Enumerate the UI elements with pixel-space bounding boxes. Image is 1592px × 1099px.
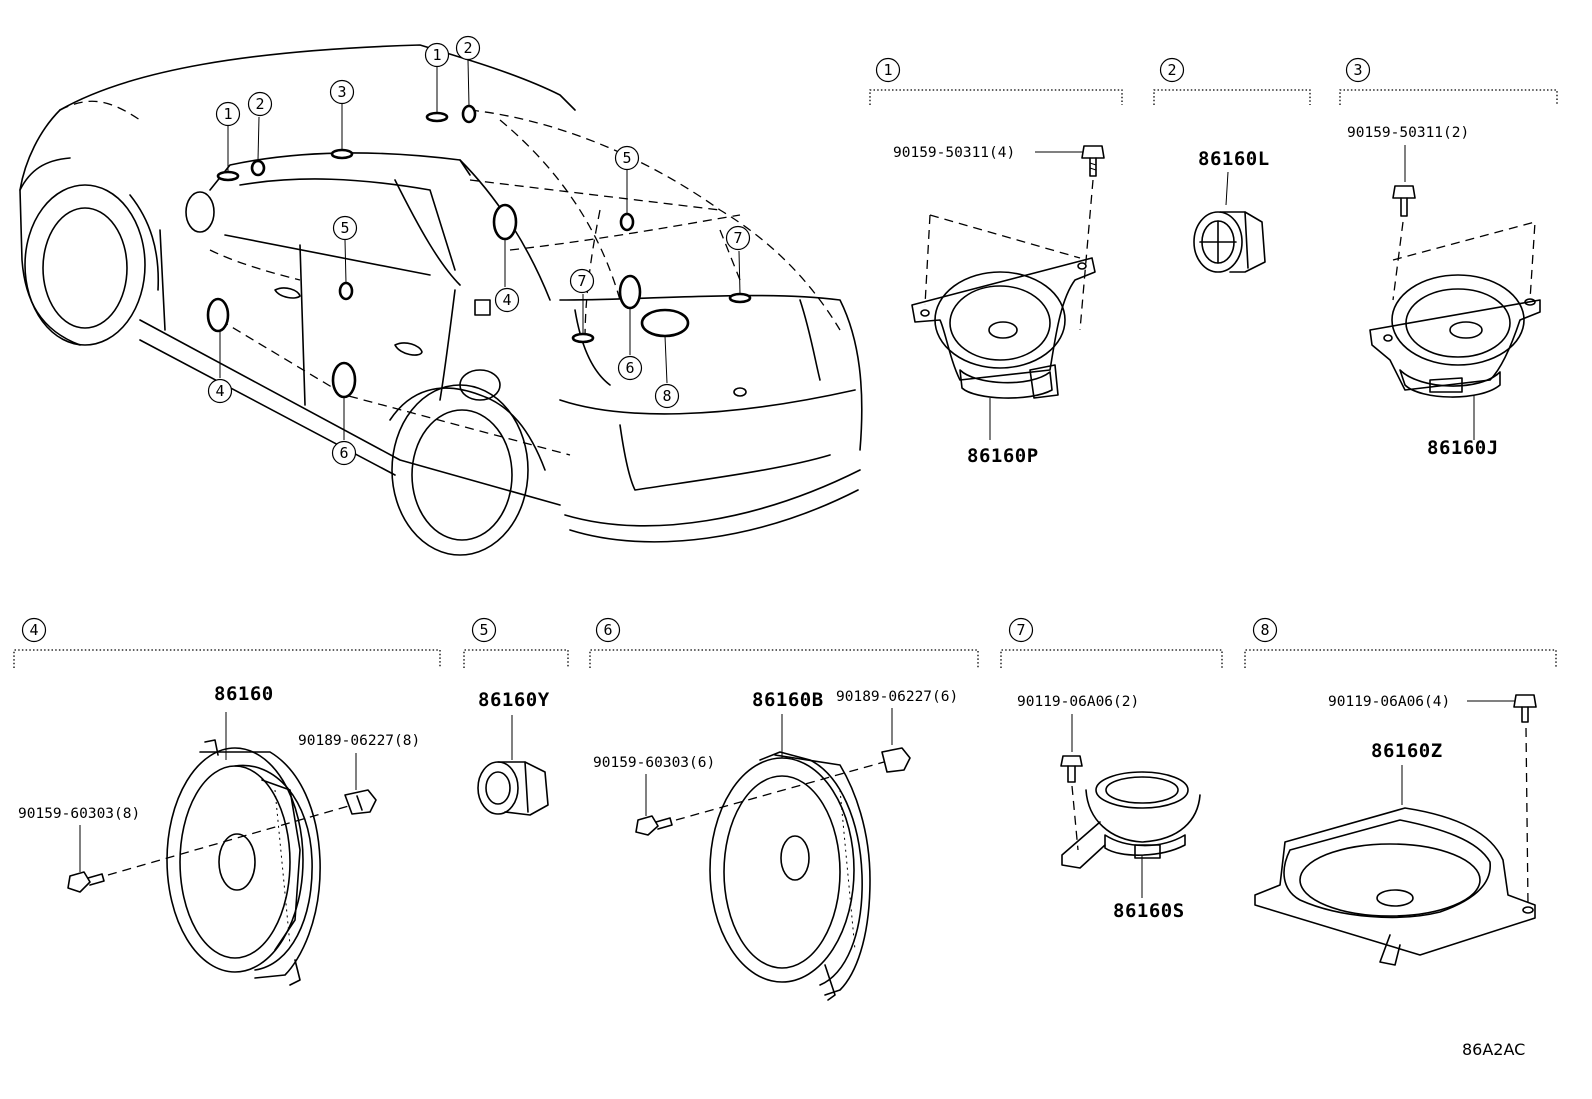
car-callout-4a: 4 xyxy=(494,287,520,313)
group-5-header: 5 xyxy=(463,617,569,668)
group-1-fastener-label: 90159-50311(4) xyxy=(893,145,1015,161)
group-1-part-number: 86160P xyxy=(967,445,1039,467)
car-callout-7a: 7 xyxy=(569,268,595,294)
group-3-fastener-label: 90159-50311(2) xyxy=(1347,125,1469,141)
group-4-fastener-label-2: 90159-60303(8) xyxy=(18,806,140,822)
group-4-header: 4 xyxy=(13,617,441,668)
group-8-part-number: 86160Z xyxy=(1371,740,1443,762)
group-7-fastener-label: 90119-06A06(2) xyxy=(1017,694,1139,710)
svg-text:3: 3 xyxy=(337,83,346,101)
car-callout-5a: 5 xyxy=(614,145,640,171)
screw-icon xyxy=(67,871,105,893)
car-callout-1a: 1 xyxy=(215,101,241,127)
tweeter-icon xyxy=(477,761,549,816)
group-6-parts: 86160B 90189-06227(6) 90159-60303(6) xyxy=(593,689,958,1001)
group-4-part-number: 86160 xyxy=(214,683,274,705)
car-callout-1b: 1 xyxy=(424,42,450,68)
car-callout-2b: 2 xyxy=(455,35,481,61)
clip-icon xyxy=(881,747,911,773)
group-6-header: 6 xyxy=(589,617,979,668)
car-callout-6a: 6 xyxy=(617,355,643,381)
svg-text:6: 6 xyxy=(625,359,634,377)
group-6-part-number: 86160B xyxy=(752,689,824,711)
svg-text:4: 4 xyxy=(215,382,224,400)
group-8-fastener-label: 90119-06A06(4) xyxy=(1328,694,1450,710)
car-callout-4b: 4 xyxy=(207,378,233,404)
screw-icon xyxy=(1392,185,1416,217)
group-3-header: 3 xyxy=(1339,57,1558,105)
svg-text:5: 5 xyxy=(622,149,631,167)
group-8-parts: 90119-06A06(4) 86160Z xyxy=(1254,694,1537,966)
speaker-icon xyxy=(1061,771,1201,898)
group-2-part-number: 86160L xyxy=(1198,148,1270,170)
speaker-icon xyxy=(1369,274,1541,440)
car-callout-8: 8 xyxy=(654,383,680,409)
group-7-parts: 90119-06A06(2) 86160S xyxy=(1017,694,1201,922)
group-6-fastener-label-2: 90159-60303(6) xyxy=(593,755,715,771)
group-7-part-number: 86160S xyxy=(1113,900,1185,922)
svg-text:8: 8 xyxy=(1260,621,1269,639)
svg-text:6: 6 xyxy=(339,444,348,462)
screw-icon xyxy=(1513,694,1537,723)
car-callout-3: 3 xyxy=(329,79,355,105)
group-4-fastener-label-1: 90189-06227(8) xyxy=(298,733,420,749)
svg-text:3: 3 xyxy=(1353,61,1362,79)
group-3-parts: 90159-50311(2) 86160J xyxy=(1347,125,1541,459)
group-4-parts: 86160 90189-06227(8) 90159-60303(8) xyxy=(18,683,420,986)
screw-icon xyxy=(1081,145,1105,177)
group-1-header: 1 xyxy=(869,57,1123,105)
svg-text:4: 4 xyxy=(502,291,511,309)
screw-icon xyxy=(1060,755,1083,783)
svg-text:1: 1 xyxy=(432,46,441,64)
speaker-icon xyxy=(166,739,321,986)
svg-text:4: 4 xyxy=(29,621,38,639)
svg-text:2: 2 xyxy=(1167,61,1176,79)
svg-text:2: 2 xyxy=(255,95,264,113)
svg-text:7: 7 xyxy=(577,272,586,290)
svg-text:7: 7 xyxy=(1016,621,1025,639)
group-6-fastener-label-1: 90189-06227(6) xyxy=(836,689,958,705)
car-callout-6b: 6 xyxy=(331,440,357,466)
svg-text:7: 7 xyxy=(733,229,742,247)
svg-text:8: 8 xyxy=(662,387,671,405)
car-callout-7b: 7 xyxy=(725,225,751,251)
screw-icon xyxy=(635,815,673,836)
group-3-part-number: 86160J xyxy=(1427,437,1499,459)
clip-icon xyxy=(344,789,377,815)
car-callout-2a: 2 xyxy=(247,91,273,117)
svg-text:5: 5 xyxy=(340,219,349,237)
svg-text:1: 1 xyxy=(223,105,232,123)
svg-text:1: 1 xyxy=(883,61,892,79)
group-5-parts: 86160Y xyxy=(477,689,550,816)
vehicle-illustration xyxy=(19,44,863,556)
svg-text:2: 2 xyxy=(463,39,472,57)
group-7-header: 7 xyxy=(1000,617,1223,668)
speaker-icon xyxy=(709,751,871,1001)
group-2-parts: 86160L xyxy=(1193,148,1270,273)
group-5-part-number: 86160Y xyxy=(478,689,550,711)
speaker-icon xyxy=(911,257,1096,440)
diagram-code: 86A2AC xyxy=(1462,1040,1525,1059)
group-2-header: 2 xyxy=(1153,57,1311,105)
tweeter-icon xyxy=(1193,211,1266,273)
group-8-header: 8 xyxy=(1244,617,1557,668)
svg-text:6: 6 xyxy=(603,621,612,639)
car-callout-5b: 5 xyxy=(332,215,358,241)
speaker-icon xyxy=(1254,807,1536,966)
group-1-parts: 90159-50311(4) 86160P xyxy=(893,145,1105,467)
svg-text:5: 5 xyxy=(479,621,488,639)
